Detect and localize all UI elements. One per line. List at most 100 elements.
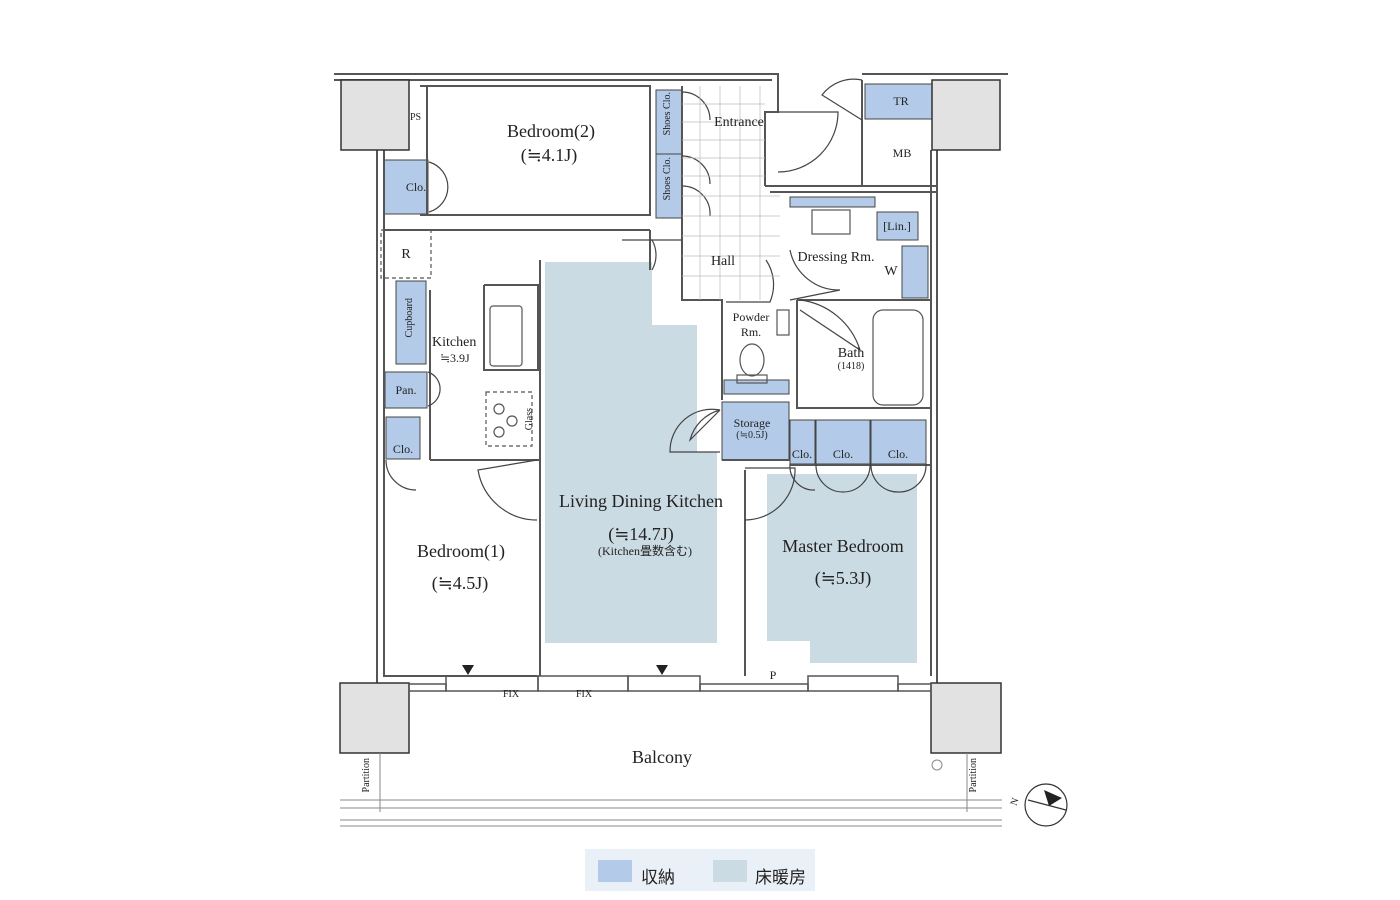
- north-compass: [1024, 783, 1068, 827]
- pan-label: Pan.: [395, 383, 417, 397]
- shoes-clo-upper-label: Shoes Clo.: [662, 92, 673, 136]
- fix-label-1: FIX: [502, 689, 520, 700]
- powder-sink: [776, 309, 790, 336]
- mb-label: MB: [892, 146, 912, 160]
- bedroom1-closet-door: [385, 459, 417, 491]
- tr-area: [864, 83, 933, 120]
- cupboard-label: Cupboard: [404, 298, 415, 338]
- master-clo-door-2: [815, 463, 871, 493]
- ldk-name: Living Dining Kitchen: [559, 491, 723, 511]
- pan-area: [384, 371, 428, 409]
- partition-label-left: Partition: [361, 758, 372, 793]
- master-heating-area: [767, 474, 917, 663]
- clo-bedroom2-area: [383, 159, 429, 215]
- fix-label-2: FIX: [575, 689, 593, 700]
- storage-areas: [383, 83, 933, 465]
- refrigerator-label: R: [401, 247, 411, 262]
- bath-door: [799, 299, 862, 352]
- bedroom1-name: Bedroom(1): [417, 541, 505, 561]
- legend-heating-swatch: [713, 860, 747, 882]
- bathtub: [872, 309, 924, 406]
- bedroom2-size: (≒4.1J): [520, 145, 578, 165]
- powder-label-line1: Powder: [732, 310, 770, 324]
- storage-door: [688, 409, 721, 442]
- storage-size: (≒0.5J): [736, 430, 768, 441]
- hall-label: Hall: [710, 254, 736, 269]
- kitchen-fixtures: [380, 229, 533, 447]
- dressing-door: [789, 249, 841, 301]
- ldk-heating-area: [545, 262, 717, 643]
- legend: 収納 床暖房: [585, 849, 815, 891]
- clo-label-master3: Clo.: [887, 447, 909, 461]
- kitchen-name: Kitchen: [432, 335, 477, 350]
- clo-bedroom1-area: [385, 416, 421, 460]
- entrance-tiles: [682, 86, 780, 300]
- refrigerator-space: [380, 229, 432, 279]
- legend-heating-label: 床暖房: [755, 868, 806, 888]
- toilet-tank: [736, 374, 768, 384]
- column-top-left: [340, 79, 410, 151]
- bath-size: (1418): [837, 361, 865, 372]
- w-label: W: [884, 264, 898, 279]
- kitchen-size: ≒3.9J: [440, 351, 470, 365]
- shoes-door-3: [681, 185, 711, 217]
- shoes-clo-lower-label: Shoes Clo.: [662, 157, 673, 201]
- balcony-label: Balcony: [632, 747, 692, 767]
- tr-label: TR: [893, 94, 909, 108]
- cupboard-area: [395, 280, 427, 365]
- clo-label-master1: Clo.: [791, 447, 813, 461]
- legend-storage-swatch: [598, 860, 632, 882]
- column-top-right: [931, 79, 1001, 151]
- powder-label-line2: Rm.: [740, 325, 762, 339]
- ps-label: PS: [410, 112, 422, 123]
- master-size: (≒5.3J): [814, 568, 872, 588]
- clo-door: [428, 161, 449, 213]
- clo-master1-area: [789, 419, 816, 465]
- mb-door: [821, 78, 863, 121]
- master-clo-door-3: [870, 463, 927, 493]
- storage-door-arc: [669, 408, 721, 453]
- balcony-rails: [340, 753, 1002, 827]
- partition-label-right: Partition: [968, 758, 979, 793]
- columns: [339, 79, 1002, 754]
- master-door: [744, 467, 796, 521]
- lin-area: [876, 211, 919, 241]
- kitchen-sink: [489, 305, 523, 367]
- cooktop: [485, 391, 533, 447]
- bedroom1-door: [477, 459, 538, 521]
- ldk-size: (≒14.7J): [608, 524, 674, 544]
- clo-label-bedroom2: Clo.: [405, 180, 427, 194]
- ldk-note: (Kitchen畳数含む): [598, 544, 692, 558]
- bedroom2-name: Bedroom(2): [507, 121, 595, 141]
- toilet-bowl: [739, 343, 765, 377]
- clo-label-master2: Clo.: [832, 447, 854, 461]
- entrance-door: [777, 111, 839, 173]
- master-name: Master Bedroom: [782, 536, 904, 556]
- dressing-counter-area: [789, 196, 876, 208]
- master-clo-door-1: [789, 463, 816, 491]
- column-bottom-right: [930, 682, 1002, 754]
- bath-name: Bath: [837, 346, 865, 361]
- storage-area: [721, 401, 790, 461]
- bedroom1-size: (≒4.5J): [431, 573, 489, 593]
- storage-name: Storage: [733, 416, 771, 430]
- shoes-door-2: [681, 155, 711, 185]
- bath-fixtures: [736, 209, 924, 406]
- shoes-clo-lower-area: [655, 153, 683, 219]
- powder-door: [726, 259, 775, 303]
- lin-label: [Lin.]: [883, 219, 911, 233]
- clo-master2-area: [815, 419, 871, 465]
- dressing-label: Dressing Rm.: [797, 250, 875, 265]
- glass-label: Glass: [524, 408, 535, 431]
- shoes-door-1: [681, 91, 711, 121]
- floor-heating-areas: [545, 262, 917, 663]
- entrance-label: Entrance: [714, 115, 764, 130]
- legend-storage-label: 収納: [641, 868, 675, 888]
- pan-door: [427, 371, 441, 407]
- vanity: [811, 209, 851, 235]
- p-label: P: [769, 668, 777, 682]
- w-area: [901, 245, 929, 299]
- door-swings: [385, 78, 927, 521]
- window-sashes: [408, 675, 932, 692]
